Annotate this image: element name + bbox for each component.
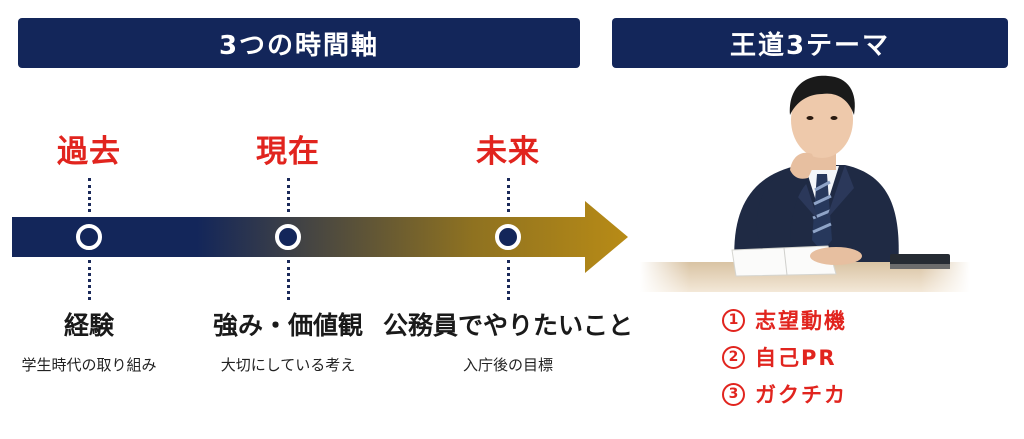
timeline-arrow xyxy=(0,190,640,280)
themes-banner: 王道3テーマ xyxy=(612,18,1008,68)
point-subtitle-future: 入庁後の目標 xyxy=(378,354,638,375)
time-label-present: 現在 xyxy=(228,126,348,171)
marker-future xyxy=(497,226,519,248)
theme-number-1: 1 xyxy=(722,309,745,332)
time-axis-title: 3つの時間軸 xyxy=(219,25,379,62)
marker-past xyxy=(78,226,100,248)
time-label-future: 未来 xyxy=(448,126,568,171)
theme-item-motivation: 1 志望動機 xyxy=(722,305,847,335)
theme-label-2: 自己PR xyxy=(755,342,837,372)
theme-item-gakuchika: 3 ガクチカ xyxy=(722,379,847,409)
marker-present xyxy=(277,226,299,248)
theme-number-3: 3 xyxy=(722,383,745,406)
businessman-thinking-icon xyxy=(640,70,970,292)
point-title-future: 公務員でやりたいこと xyxy=(378,306,638,342)
theme-number-2: 2 xyxy=(722,346,745,369)
theme-label-1: 志望動機 xyxy=(755,305,847,335)
time-axis-banner: 3つの時間軸 xyxy=(18,18,580,68)
theme-label-3: ガクチカ xyxy=(755,379,847,409)
time-label-past: 過去 xyxy=(29,126,149,171)
themes-title: 王道3テーマ xyxy=(730,25,890,62)
arrow-shape xyxy=(12,201,628,273)
theme-item-self-pr: 2 自己PR xyxy=(722,342,837,372)
